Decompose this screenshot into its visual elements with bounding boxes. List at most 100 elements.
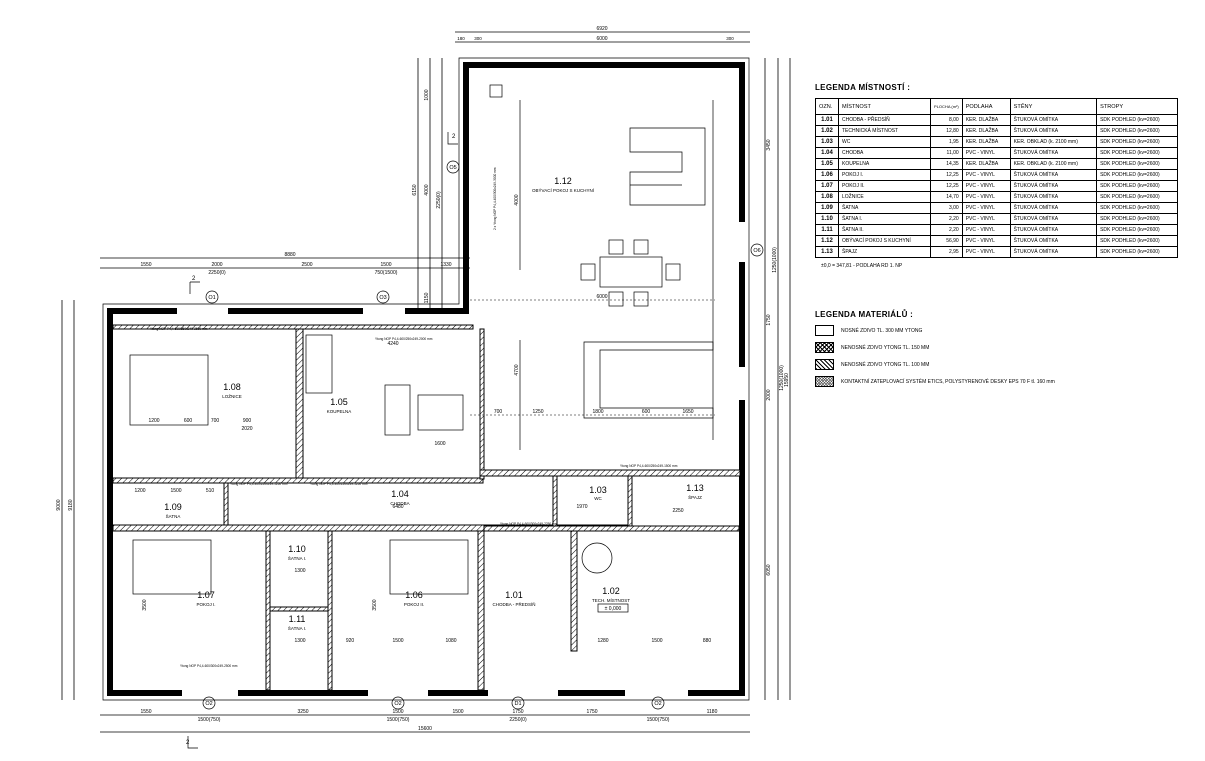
dim-p2-2: 1500: [392, 638, 403, 644]
room-legend-cell-ceiling: SDK PODHLED (kv=2600): [1096, 180, 1178, 192]
room-legend-cell-room: POKOJ I.: [837, 169, 932, 181]
room-legend-cell-area: 56,90: [930, 235, 963, 247]
lintel-label: 2 x Ytong NOP P4,4-400/300x249-3000 mm: [493, 167, 497, 230]
room-legend-cell-walls: ŠTUKOVÁ OMÍTKA: [1009, 202, 1098, 214]
exterior-walls: [102, 57, 750, 701]
dim-wing-5: 1150: [424, 292, 430, 303]
room-legend-cell-area: 2,20: [930, 224, 963, 236]
room-legend-cell-floor: KER. DLAŽBA: [961, 136, 1011, 148]
room-legend-title: LEGENDA MÍSTNOSTÍ :: [815, 83, 911, 92]
level-mark: ± 0,000: [605, 606, 622, 612]
dim-bot-6: 1750: [586, 709, 597, 715]
dim-bot-5b: 2250(0): [509, 717, 527, 723]
swatch-partition-150: [815, 342, 834, 353]
datum-note: ±0,0 = 347,81 - PODLAHA RD 1. NP: [821, 263, 903, 269]
room-legend-cell-ceiling: SDK PODHLED (kv=2600): [1096, 235, 1178, 247]
dim-row-b: 1250: [532, 409, 543, 415]
material-label: NENOSNÉ ZDIVO YTONG TL. 150 MM: [841, 344, 930, 351]
dimension-guides: [470, 100, 715, 450]
room-legend-cell-area: 2,20: [930, 213, 963, 225]
dim-bot-total: 15600: [418, 726, 432, 732]
material-item: NOSNÉ ZDIVO TL. 300 MM YTONG: [815, 325, 1055, 336]
dim-p1-h: 3500: [142, 599, 148, 610]
room-legend-cell-walls: ŠTUKOVÁ OMÍTKA: [1009, 180, 1098, 192]
room-legend-cell-area: 2,95: [930, 246, 963, 258]
room-name-1-11: ŠATNA I.: [288, 625, 306, 631]
room-code-1-10: 1.10: [288, 544, 306, 554]
dim-living-h: 4000: [514, 194, 520, 205]
dim-wc-1: 1970: [576, 504, 587, 510]
dim-kitchen-h: 4700: [514, 364, 520, 375]
dim-bot-6b: 1500(750): [647, 717, 670, 723]
dim-p2-1: 920: [346, 638, 355, 644]
lintel-label: Ytong NOP P4,4-400/150x249-1250 mm: [310, 482, 368, 486]
col-ceiling: STROPY: [1096, 98, 1178, 115]
room-legend-cell-ceiling: SDK PODHLED (kv=2600): [1096, 147, 1178, 159]
room-legend-cell-area: 1,95: [930, 136, 963, 148]
room-code-1-04: 1.04: [391, 489, 409, 499]
room-name-1-03: WC: [594, 496, 602, 501]
window-tag-o3: O3: [379, 295, 386, 301]
interior-partitions: [112, 324, 741, 691]
room-legend-cell-code: 1.11: [815, 224, 839, 236]
room-legend-cell-floor: PVC - VINYL: [961, 180, 1011, 192]
swatch-insulation: [815, 376, 834, 387]
dim-right-5: 1250(1000): [779, 365, 785, 391]
lintel-label: Ytong NOP P4,4-600/250x249-2500 mm: [150, 327, 208, 331]
dim-bot-2: 3250: [297, 709, 308, 715]
window-tags: O1 O3 O5 O6 O2 O2 D1 O2: [202, 160, 764, 710]
room-legend-cell-room: ŠATNA I.: [837, 213, 932, 225]
room-legend-cell-room: ŠATNA: [837, 202, 932, 214]
dim-top-wall-l: 300: [474, 36, 482, 41]
room-legend-cell-walls: ŠTUKOVÁ OMÍTKA: [1009, 191, 1098, 203]
room-legend-cell-room: WC: [837, 136, 932, 148]
room-labels: 1.12 OBÝVACÍ POKOJ S KUCHYNÍ 1.08 LOŽNIC…: [164, 176, 704, 631]
dim-bath-w: 4240: [387, 341, 398, 347]
room-legend-cell-room: TECHNICKÁ MÍSTNOST: [837, 125, 932, 137]
section-mark-wing: 2: [452, 134, 456, 140]
room-name-1-02: TECH. MÍSTNOST: [592, 597, 630, 603]
material-legend-title: LEGENDA MATERIÁLŮ :: [815, 310, 914, 319]
col-walls: STĚNY: [1009, 98, 1098, 115]
room-legend-cell-room: KOUPELNA: [837, 158, 932, 170]
dim-bot-3: 1500: [392, 709, 403, 715]
room-legend-table: OZN. MÍSTNOST PLOCHA (m²) PODLAHA STĚNY …: [815, 98, 1178, 258]
dim-sat-1: 1300: [294, 568, 305, 574]
dim-top-total: 6920: [596, 26, 607, 32]
window-tag-o2-b: O2: [394, 701, 401, 707]
dim-wing-1: 1000: [424, 89, 430, 100]
dim-right-4: 2000: [766, 389, 772, 400]
dim-bot-4: 1500: [452, 709, 463, 715]
dim-bot-1b: 1500(750): [198, 717, 221, 723]
room-legend-cell-walls: ŠTUKOVÁ OMÍTKA: [1009, 114, 1098, 126]
dim-p2-3: 1080: [445, 638, 456, 644]
room-legend-cell-area: 3,00: [930, 202, 963, 214]
room-legend-cell-walls: ŠTUKOVÁ OMÍTKA: [1009, 224, 1098, 236]
dim-br-1: 1200: [148, 418, 159, 424]
dim-p2-h: 3500: [372, 599, 378, 610]
dim-row-a: 700: [494, 409, 503, 415]
col-floor: PODLAHA: [961, 98, 1011, 115]
room-legend-cell-ceiling: SDK PODHLED (kv=2600): [1096, 169, 1178, 181]
room-name-1-01: CHODBA - PŘEDSÍŇ: [492, 600, 535, 607]
room-code-1-03: 1.03: [589, 485, 607, 495]
dim-spajz-1: 2250: [672, 508, 683, 514]
dim-s-1: 1200: [134, 488, 145, 494]
room-legend-cell-area: 12,25: [930, 169, 963, 181]
door-tag-d1: D1: [514, 701, 521, 707]
room-name-1-07: POKOJ I.: [196, 602, 215, 607]
col-code: OZN.: [815, 98, 839, 115]
dim-br-4: 900: [243, 418, 252, 424]
dim-mid-4b: 750(1500): [375, 270, 398, 276]
room-legend-cell-code: 1.12: [815, 235, 839, 247]
room-legend-cell-room: ŠATNA II.: [837, 224, 932, 236]
dim-row-c: 1800: [592, 409, 603, 415]
room-legend-cell-code: 1.10: [815, 213, 839, 225]
dim-br-5: 2020: [241, 426, 252, 432]
room-legend-cell-room: CHODBA - PŘEDSÍŇ: [837, 114, 932, 126]
